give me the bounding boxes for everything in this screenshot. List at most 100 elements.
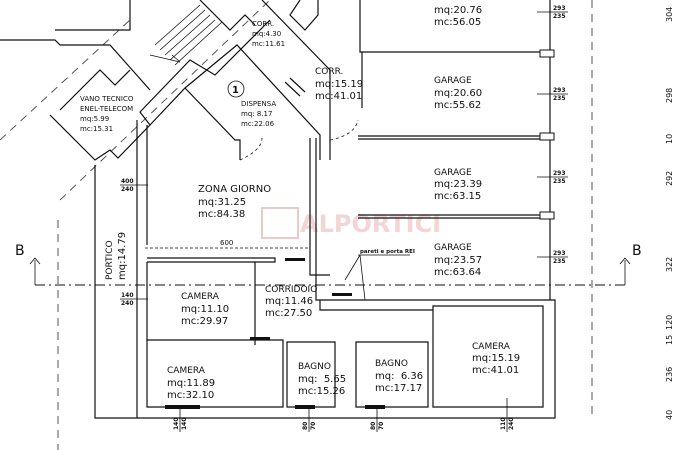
room-corr-2: CORR. mq:15.19 mc:41.01 [315, 67, 363, 102]
svg-text:mc:22.06: mc:22.06 [241, 120, 275, 128]
room-corridoio: CORRIDOIO mq:11.46 mc:27.50 [265, 285, 317, 319]
svg-text:GARAGE: GARAGE [434, 168, 472, 178]
svg-text:mc:56.05: mc:56.05 [434, 17, 481, 28]
section-arrows [29, 257, 631, 285]
svg-text:mq: 6.36: mq: 6.36 [375, 371, 423, 382]
svg-text:15: 15 [665, 335, 674, 345]
svg-text:CORR.: CORR. [252, 20, 274, 28]
svg-text:CAMERA: CAMERA [167, 366, 206, 376]
svg-text:293: 293 [553, 250, 566, 257]
room-garage-top: mq:20.76 mc:56.05 [434, 5, 482, 28]
svg-text:DISPENSA: DISPENSA [241, 100, 276, 108]
side-dimension-chain: 304 298 10 292 322 120 15 236 40 [665, 7, 674, 420]
svg-text:40: 40 [665, 410, 674, 420]
svg-text:70: 70 [378, 422, 385, 430]
svg-text:80: 80 [370, 422, 377, 430]
room-garage-3: GARAGE mq:23.39 mc:63.15 [434, 168, 482, 202]
svg-text:mc:41.01: mc:41.01 [472, 365, 519, 376]
svg-text:BAGNO: BAGNO [298, 362, 331, 372]
main-walls [94, 120, 556, 419]
svg-text:CAMERA: CAMERA [181, 292, 220, 302]
room-garage-2: GARAGE mq:20.60 mc:55.62 [434, 76, 482, 111]
svg-text:80: 80 [302, 422, 309, 430]
svg-text:CAMERA: CAMERA [472, 342, 511, 352]
svg-text:235: 235 [553, 178, 566, 185]
rei-leader [344, 254, 410, 301]
section-label-left: B [15, 243, 25, 259]
svg-text:240: 240 [121, 186, 134, 193]
svg-text:1: 1 [232, 85, 239, 96]
svg-text:ZONA GIORNO: ZONA GIORNO [198, 184, 271, 195]
svg-text:293: 293 [553, 5, 566, 12]
svg-text:mq: 8.17: mq: 8.17 [241, 110, 272, 118]
svg-text:293: 293 [553, 170, 566, 177]
garage-walls [358, 0, 555, 300]
svg-text:ENEL-TELECOM: ENEL-TELECOM [80, 105, 133, 113]
room-camera-2: CAMERA mq:11.89 mc:32.10 [167, 366, 215, 401]
room-bagno-1: BAGNO mq: 5.65 mc:15.26 [298, 362, 346, 397]
svg-text:mc:41.01: mc:41.01 [315, 91, 362, 102]
svg-text:CORR.: CORR. [315, 67, 343, 77]
svg-text:140: 140 [181, 417, 188, 430]
svg-text:mq:5.99: mq:5.99 [80, 115, 109, 123]
room-camera-3: CAMERA mq:15.19 mc:41.01 [472, 342, 520, 376]
svg-text:PORTICO: PORTICO [105, 240, 115, 280]
svg-text:mq:15.19: mq:15.19 [315, 79, 363, 90]
room-dispensa: 1 DISPENSA mq: 8.17 mc:22.06 [227, 80, 276, 128]
svg-text:GARAGE: GARAGE [434, 243, 472, 253]
room-garage-4: GARAGE mq:23.57 mc:63.64 [434, 243, 482, 278]
svg-text:mc:63.15: mc:63.15 [434, 191, 481, 202]
svg-text:240: 240 [121, 300, 134, 307]
svg-text:236: 236 [665, 367, 674, 382]
svg-text:mq:14.79: mq:14.79 [117, 232, 128, 280]
svg-text:120: 120 [665, 315, 674, 330]
svg-text:292: 292 [665, 171, 674, 186]
svg-text:mq:23.57: mq:23.57 [434, 255, 482, 266]
svg-text:mq:23.39: mq:23.39 [434, 179, 482, 190]
svg-text:400: 400 [121, 178, 134, 185]
svg-text:mc:27.50: mc:27.50 [265, 308, 312, 319]
room-corr-1: CORR. mq:4.30 mc:11.61 [252, 20, 285, 48]
guide-line [0, 19, 131, 141]
svg-text:mc:84.38: mc:84.38 [198, 209, 245, 220]
svg-text:mq:4.30: mq:4.30 [252, 30, 281, 38]
room-portico: PORTICO mq:14.79 [105, 232, 128, 280]
svg-text:mc:29.97: mc:29.97 [181, 316, 228, 327]
rei-note: pareti e porta REI [360, 249, 415, 255]
svg-text:mc:15.26: mc:15.26 [298, 386, 345, 397]
svg-text:304: 304 [665, 7, 674, 22]
svg-text:298: 298 [665, 88, 674, 103]
svg-text:mq: 5.65: mq: 5.65 [298, 374, 346, 385]
room-marker [227, 80, 245, 98]
svg-text:70: 70 [310, 422, 317, 430]
svg-text:mc:15.31: mc:15.31 [80, 125, 113, 133]
svg-text:mq:15.19: mq:15.19 [472, 353, 520, 364]
room-zona-giorno: ZONA GIORNO mq:31.25 mc:84.38 [198, 184, 271, 220]
svg-text:mc:55.62: mc:55.62 [434, 100, 481, 111]
svg-text:235: 235 [553, 258, 566, 265]
watermark-logo: ALPORTICI [261, 207, 441, 239]
svg-text:mc:32.10: mc:32.10 [167, 390, 214, 401]
room-vano-tecnico: VANO TECNICO ENEL-TELECOM mq:5.99 mc:15.… [80, 95, 134, 133]
svg-text:BAGNO: BAGNO [375, 359, 408, 369]
svg-text:mc:63.64: mc:63.64 [434, 267, 481, 278]
dimension-600: 600 [220, 239, 233, 247]
watermark-text: ALPORTICI [300, 210, 441, 238]
svg-text:mq:11.46: mq:11.46 [265, 296, 313, 307]
svg-text:mc:17.17: mc:17.17 [375, 383, 422, 394]
section-label-right: B [632, 243, 642, 259]
svg-text:mq:11.89: mq:11.89 [167, 378, 215, 389]
svg-text:VANO TECNICO: VANO TECNICO [80, 95, 134, 103]
diagonal-walls [0, 0, 359, 161]
svg-text:140: 140 [121, 292, 134, 299]
svg-text:mq:20.60: mq:20.60 [434, 88, 482, 99]
svg-text:322: 322 [665, 257, 674, 272]
svg-text:235: 235 [553, 13, 566, 20]
svg-text:10: 10 [665, 134, 674, 144]
svg-text:mq:31.25: mq:31.25 [198, 197, 246, 208]
svg-text:mq:20.76: mq:20.76 [434, 5, 482, 16]
